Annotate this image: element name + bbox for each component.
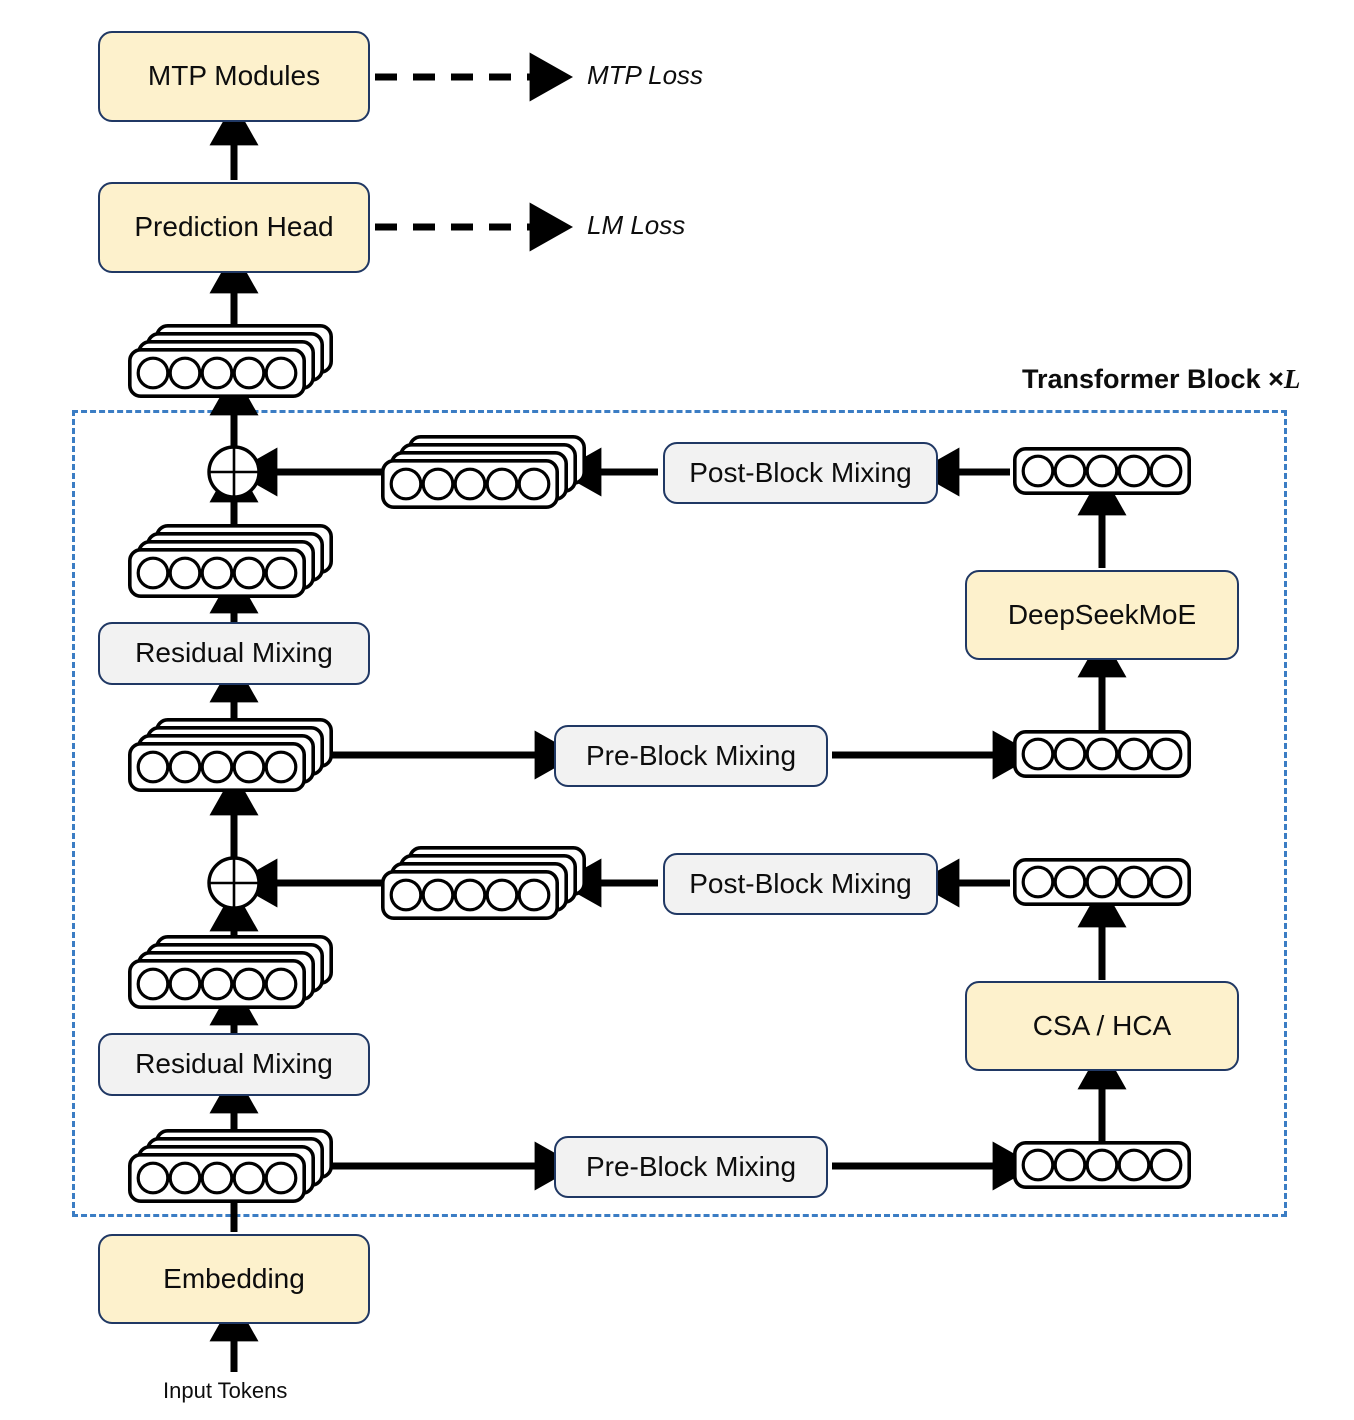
mtp-modules-box[interactable]: MTP Modules <box>98 31 370 122</box>
post-block-mixing-upper-label: Post-Block Mixing <box>689 456 912 488</box>
transformer-block-repeat-count: L <box>1283 364 1301 394</box>
upper-add-operator <box>206 444 262 500</box>
pre-block-mixing-upper-box[interactable]: Pre-Block Mixing <box>554 725 828 787</box>
residual-mixing-upper-box[interactable]: Residual Mixing <box>98 622 370 685</box>
prediction-head-label: Prediction Head <box>134 211 334 243</box>
tokens-pre-block-lower-out <box>1012 1140 1191 1190</box>
embedding-box[interactable]: Embedding <box>98 1234 370 1324</box>
pre-block-mixing-lower-box[interactable]: Pre-Block Mixing <box>554 1136 828 1198</box>
lm-loss-label: LM Loss <box>587 210 686 240</box>
lower-add-operator <box>206 855 262 911</box>
post-block-mixing-upper-box[interactable]: Post-Block Mixing <box>663 442 938 504</box>
tokens-pre-block-upper-in <box>127 717 333 793</box>
deepseekmoe-label: DeepSeekMoE <box>1007 598 1197 630</box>
residual-mixing-lower-box[interactable]: Residual Mixing <box>98 1033 370 1096</box>
tokens-attn-output <box>1012 857 1191 907</box>
tokens-after-upper-add <box>127 523 333 599</box>
deepseekmoe-box[interactable]: DeepSeekMoE <box>965 570 1239 660</box>
pre-block-mixing-lower-label: Pre-Block Mixing <box>585 1150 797 1182</box>
residual-mixing-lower-label: Residual Mixing <box>135 1048 333 1080</box>
input-tokens-label: Input Tokens <box>163 1378 288 1403</box>
post-block-mixing-lower-label: Post-Block Mixing <box>689 867 912 899</box>
tokens-moe-output <box>1012 446 1191 496</box>
residual-mixing-upper-label: Residual Mixing <box>135 637 333 669</box>
embedding-label: Embedding <box>163 1262 305 1294</box>
tokens-post-block-upper <box>380 434 586 510</box>
transformer-block-label: Transformer Block ×L <box>1022 364 1300 395</box>
pre-block-mixing-upper-label: Pre-Block Mixing <box>585 739 797 771</box>
tokens-pre-block-upper-out <box>1012 729 1191 779</box>
mtp-loss-label: MTP Loss <box>587 60 704 90</box>
mtp-modules-label: MTP Modules <box>147 60 321 92</box>
tokens-output-top <box>127 323 333 399</box>
prediction-head-box[interactable]: Prediction Head <box>98 182 370 273</box>
transformer-block-label-text: Transformer Block × <box>1022 364 1284 394</box>
csa-hca-box[interactable]: CSA / HCA <box>965 981 1239 1071</box>
csa-hca-label: CSA / HCA <box>1032 1009 1172 1041</box>
tokens-post-block-lower <box>380 845 586 921</box>
transformer-block-region <box>72 410 1287 1217</box>
tokens-after-lower-add <box>127 934 333 1010</box>
post-block-mixing-lower-box[interactable]: Post-Block Mixing <box>663 853 938 915</box>
tokens-pre-block-lower-in <box>127 1128 333 1204</box>
